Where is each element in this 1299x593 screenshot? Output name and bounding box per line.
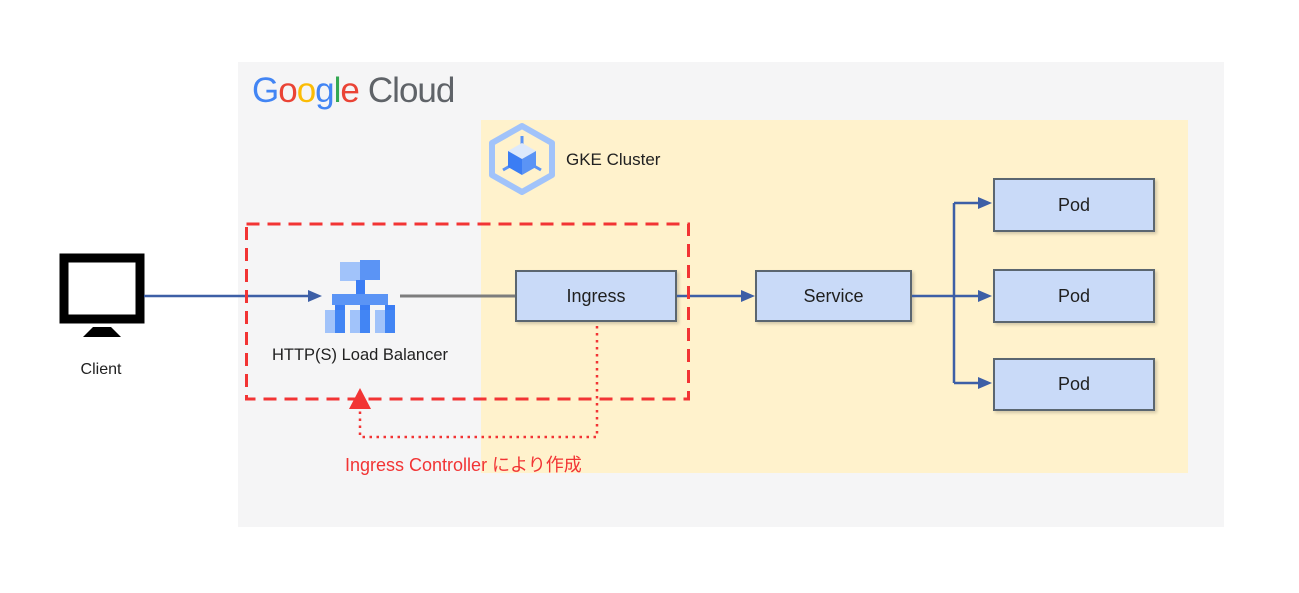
node-pod-3: Pod — [993, 358, 1155, 411]
client-monitor-icon — [59, 253, 145, 337]
google-logo-letter-5: e — [340, 71, 359, 110]
google-logo-letter-1: o — [278, 71, 297, 110]
node-service-label: Service — [803, 285, 864, 306]
client-label: Client — [80, 361, 122, 378]
node-pod-1: Pod — [993, 178, 1155, 232]
google-logo-letter-2: o — [296, 71, 316, 110]
google-logo-letter-3: g — [315, 71, 334, 110]
google-logo-letter-0: G — [252, 71, 279, 110]
node-pod-2: Pod — [993, 269, 1155, 323]
node-pod-2-label: Pod — [1057, 285, 1091, 306]
node-pod-3-label: Pod — [1057, 374, 1091, 394]
node-ingress-label: Ingress — [566, 285, 626, 306]
google-logo-cloud: Cloud — [367, 71, 455, 110]
node-ingress: Ingress — [515, 270, 677, 322]
load-balancer-label: HTTP(S) Load Balancer — [271, 346, 449, 364]
gke-cluster-label: GKE Cluster — [566, 150, 661, 169]
google-logo-letter-4: l — [333, 71, 342, 110]
node-pod-1-label: Pod — [1057, 194, 1091, 215]
annotation-created-by: Ingress Controller により作成 — [345, 455, 582, 475]
node-service: Service — [755, 270, 912, 322]
